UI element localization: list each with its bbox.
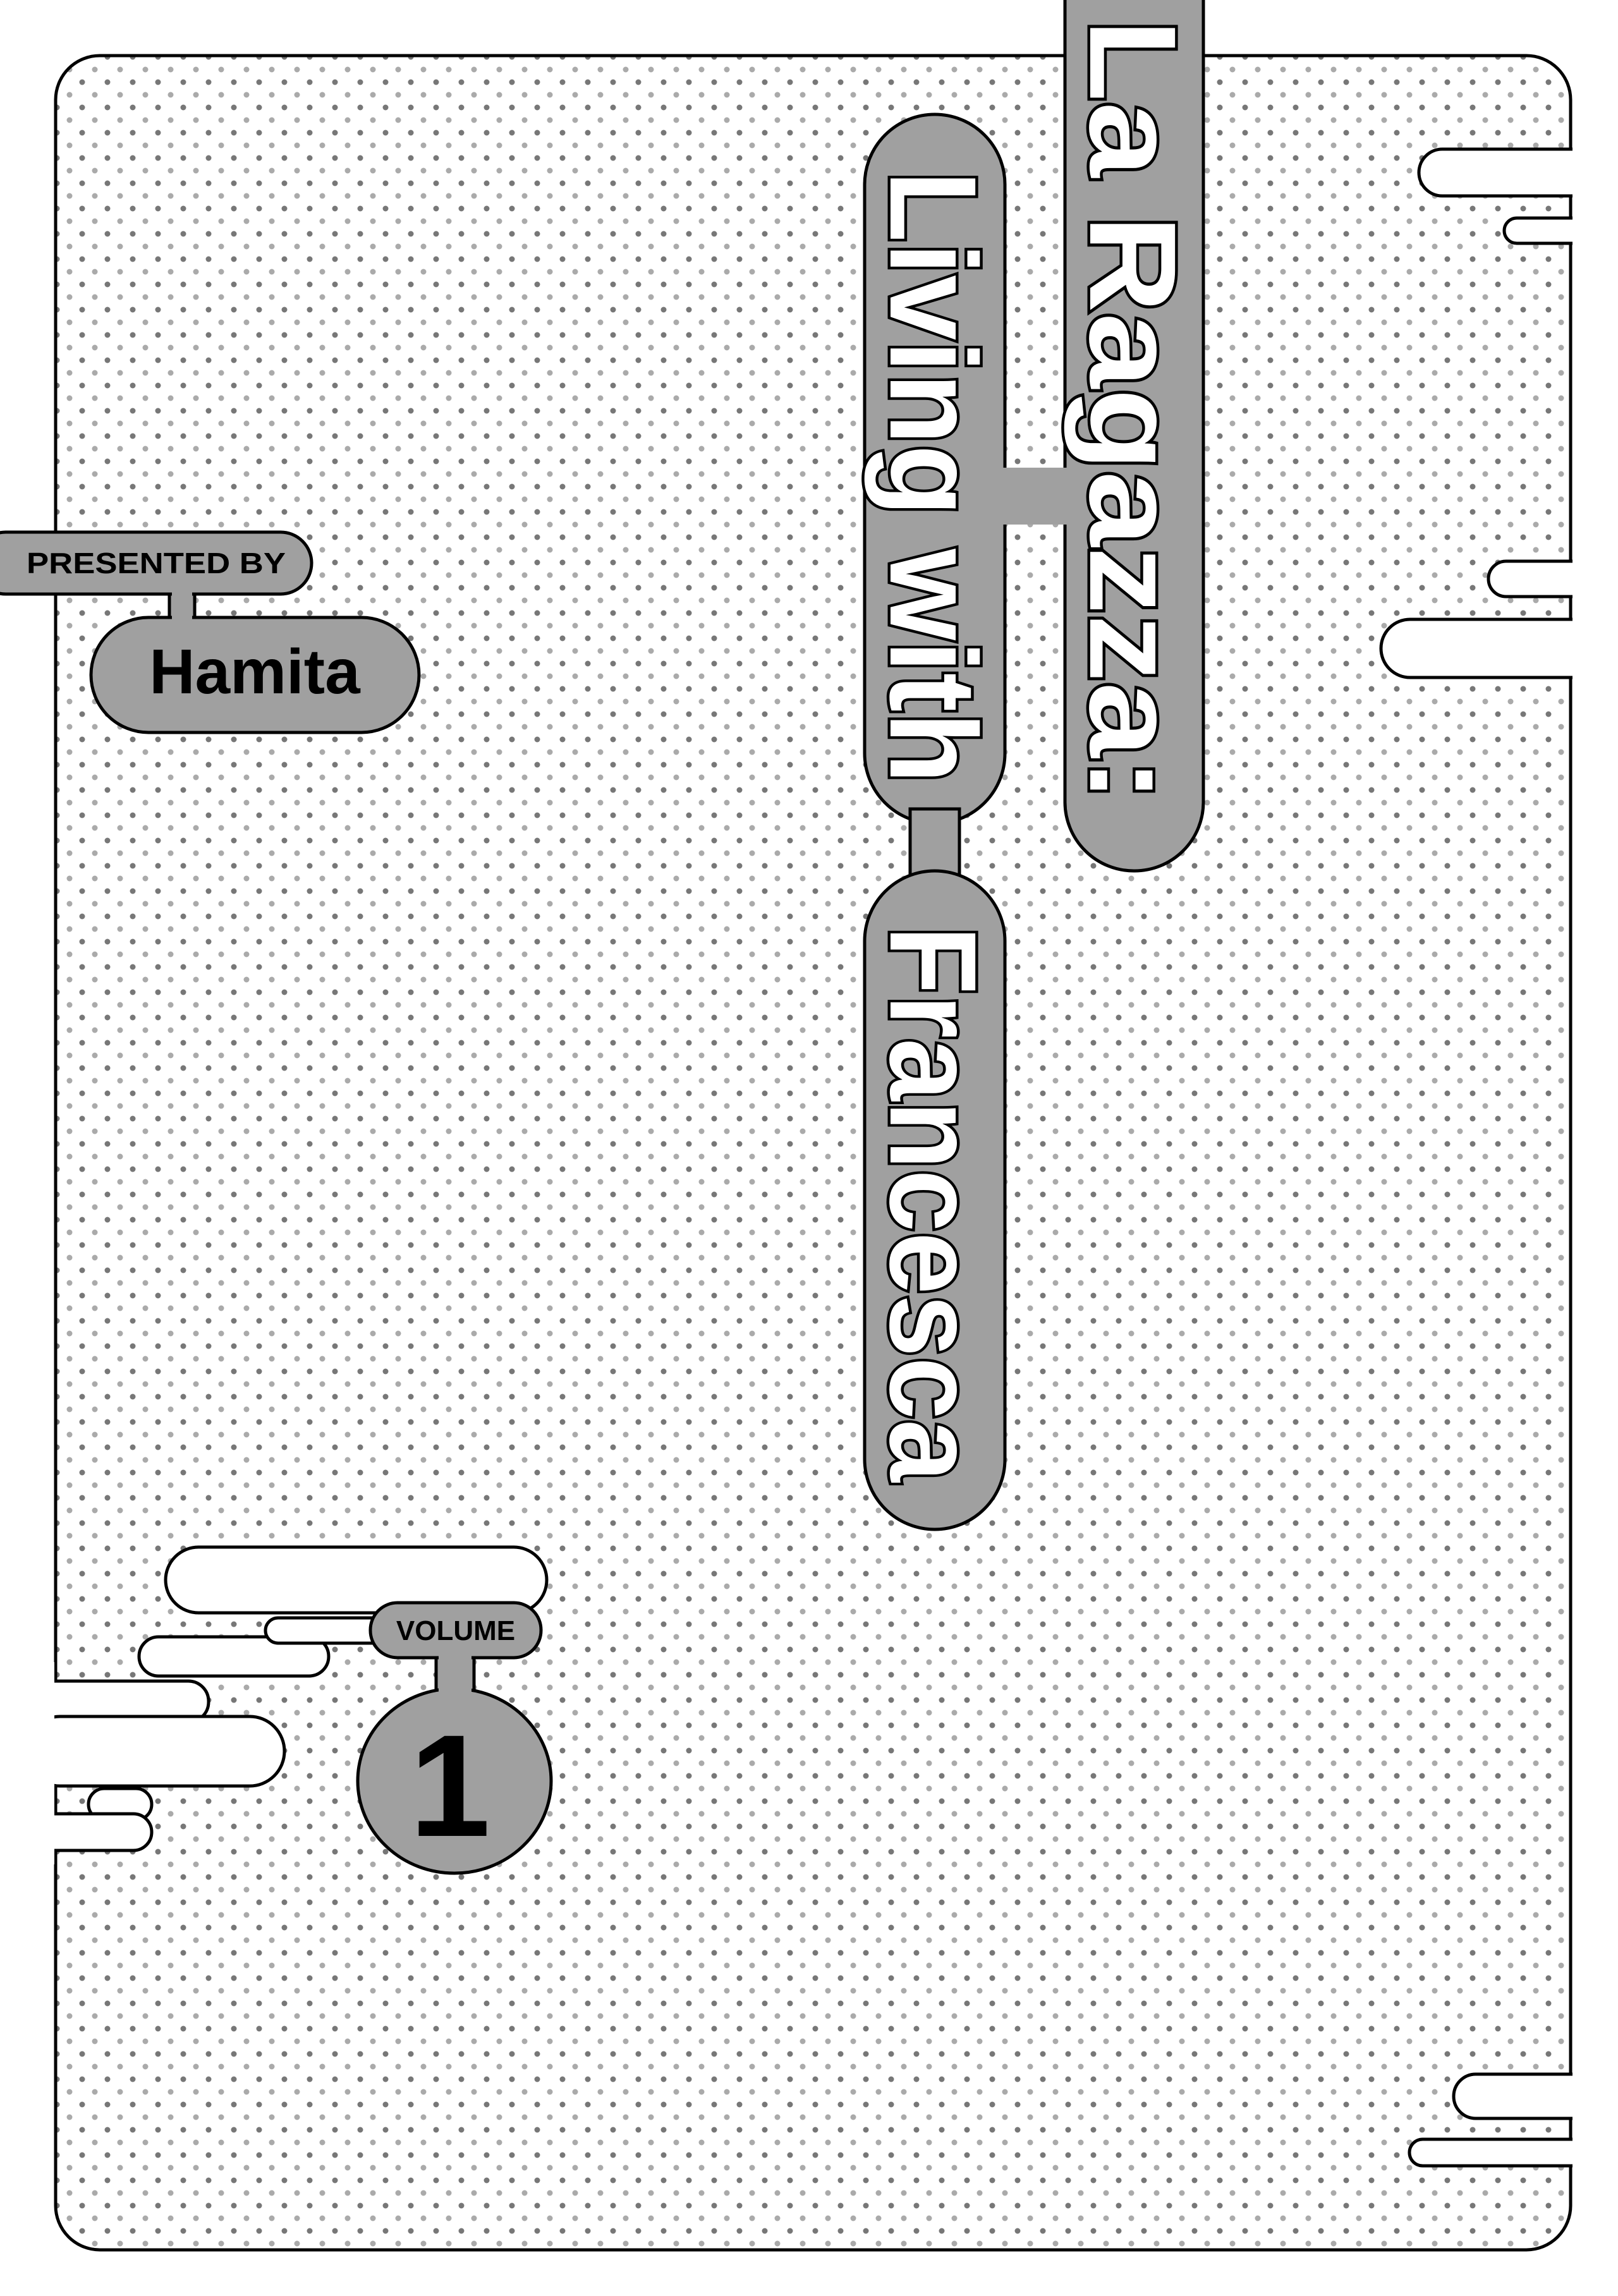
- dotted-frame: [54, 54, 1572, 2252]
- left-cloud-cutouts: [11, 1545, 549, 1852]
- title-line-1: La Ragazza:: [1064, 19, 1201, 803]
- volume-number: 1: [410, 1704, 490, 1867]
- credit-badge: PRESENTED BY Hamita: [0, 530, 421, 734]
- volume-badge: VOLUME 1: [356, 1601, 553, 1875]
- title-line-2: Living with: [864, 171, 1002, 784]
- title-line-3: Francesca: [864, 926, 1002, 1483]
- right-cloud-cutouts: [1379, 147, 1618, 2168]
- title-pills: [863, 0, 1205, 1531]
- author-name: Hamita: [149, 636, 361, 707]
- presented-by-label: PRESENTED BY: [27, 547, 286, 580]
- volume-label: VOLUME: [396, 1615, 515, 1646]
